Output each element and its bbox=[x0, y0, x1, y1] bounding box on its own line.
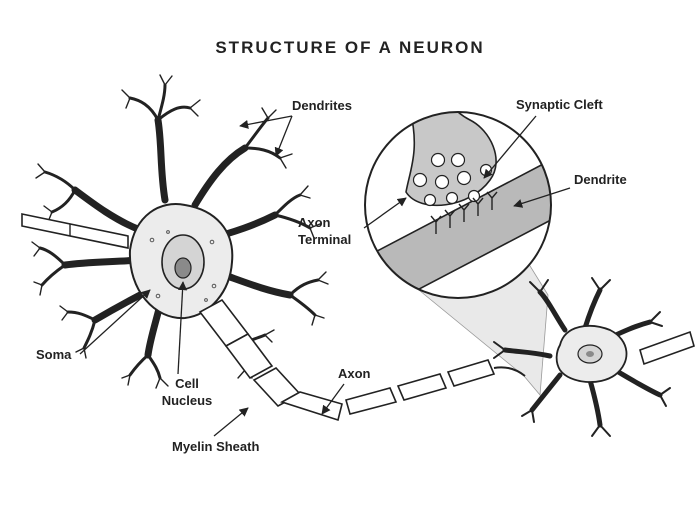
label-axon: Axon bbox=[338, 366, 371, 381]
nucleolus bbox=[174, 257, 192, 279]
zoom-circle-border bbox=[364, 111, 552, 299]
right-axon bbox=[639, 330, 695, 366]
left-axon-stub bbox=[21, 213, 129, 249]
label-axon-terminal-line1: Axon bbox=[298, 215, 331, 230]
leader-arrows bbox=[79, 115, 571, 437]
receptors bbox=[430, 191, 498, 234]
axon-terminal-bulb bbox=[405, 112, 497, 207]
label-cell-nucleus-line1: Cell bbox=[175, 376, 199, 391]
right-nucleolus bbox=[586, 351, 594, 357]
dendrite-band bbox=[365, 148, 551, 298]
label-dendrite: Dendrite bbox=[574, 172, 627, 187]
organelles bbox=[149, 230, 217, 302]
synapse-detail bbox=[365, 112, 551, 298]
label-cell-nucleus-line2: Nucleus bbox=[161, 393, 213, 408]
label-axon-terminal-line2: Terminal bbox=[298, 232, 352, 247]
page-title: STRUCTURE OF A NEURON bbox=[215, 38, 485, 57]
label-synaptic-cleft: Synaptic Cleft bbox=[516, 97, 603, 112]
axon-tail bbox=[493, 366, 526, 377]
label-myelin-sheath: Myelin Sheath bbox=[172, 439, 260, 454]
myelin-segments bbox=[198, 298, 496, 422]
label-soma: Soma bbox=[36, 347, 72, 362]
label-dendrites: Dendrites bbox=[292, 98, 352, 113]
